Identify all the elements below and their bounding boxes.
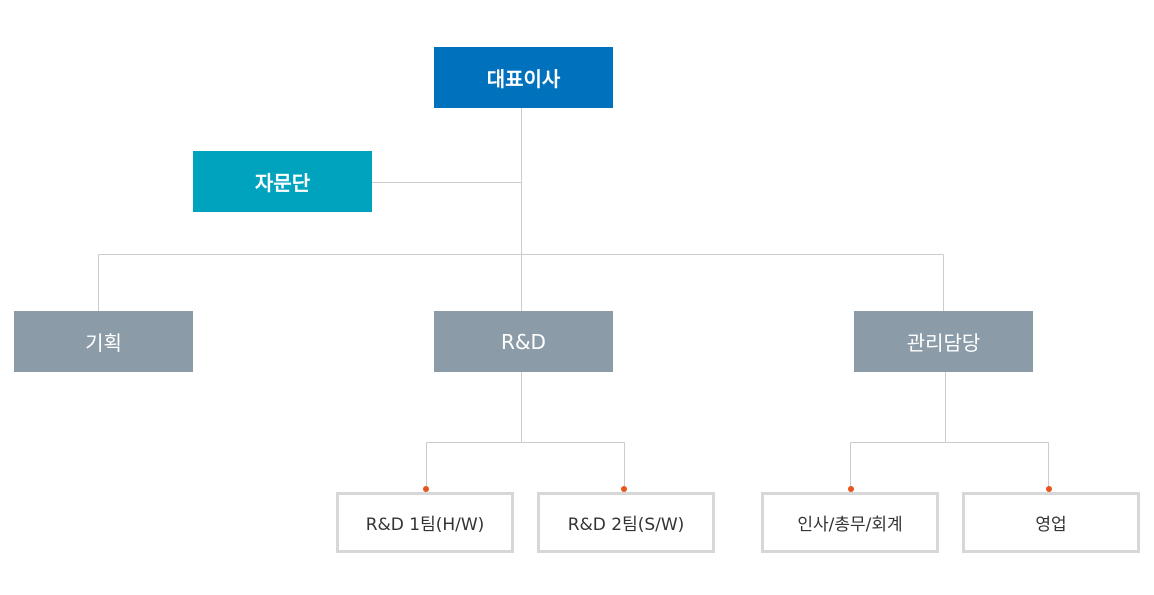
- sales-connector-dot: [1046, 486, 1052, 492]
- planning-box: 기획: [14, 311, 193, 372]
- planning-label: 기획: [85, 331, 122, 355]
- rnd2-team-label: R&D 2팀(S/W): [567, 515, 685, 535]
- hr-team-label: 인사/총무/회계: [797, 515, 903, 535]
- ceo-label: 대표이사: [486, 67, 561, 91]
- hr-team-box: 인사/총무/회계: [761, 492, 939, 553]
- rnd1-team-label: R&D 1팀(H/W): [365, 515, 485, 535]
- management-box: 관리담당: [854, 311, 1033, 372]
- advisory-label: 자문단: [254, 171, 311, 195]
- ceo-box: 대표이사: [434, 47, 613, 108]
- hr-connector-dot: [848, 486, 854, 492]
- rnd-box: R&D: [434, 311, 613, 372]
- rnd1-connector-dot: [423, 486, 429, 492]
- sales-team-label: 영업: [1035, 515, 1067, 535]
- rnd-label: R&D: [501, 329, 546, 354]
- rnd2-connector-dot: [621, 486, 627, 492]
- rnd2-team-box: R&D 2팀(S/W): [537, 492, 715, 553]
- rnd1-team-box: R&D 1팀(H/W): [336, 492, 514, 553]
- advisory-box: 자문단: [193, 151, 372, 212]
- management-label: 관리담당: [906, 331, 981, 355]
- sales-team-box: 영업: [962, 492, 1140, 553]
